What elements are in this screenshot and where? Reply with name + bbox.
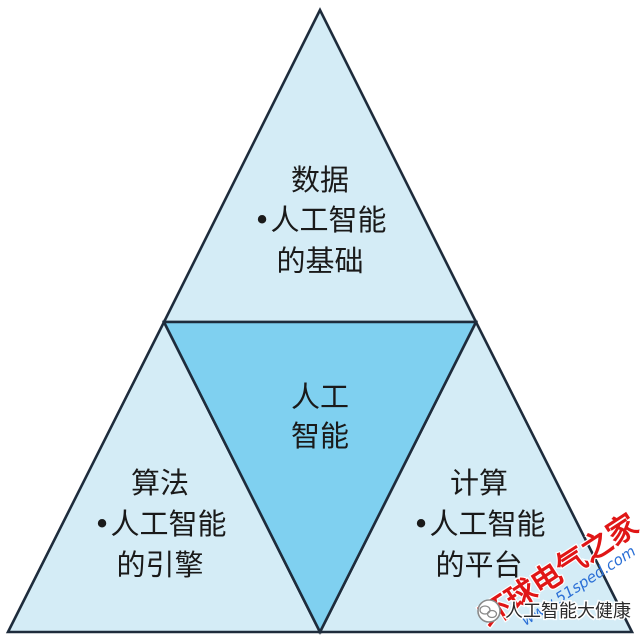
wechat-icon — [477, 599, 501, 623]
center-line-1: 人工 — [291, 380, 349, 414]
left-line-2: •人工智能 — [93, 507, 226, 541]
left-label-group: 算法 •人工智能 的引擎 — [93, 466, 226, 582]
right-line-3: 的平台 — [435, 548, 522, 582]
top-line-2: •人工智能 — [253, 203, 386, 237]
left-line-3: 的引擎 — [116, 548, 203, 582]
footer-account-name: 人工智能大健康 — [505, 601, 631, 622]
left-title: 算法 — [131, 466, 189, 500]
footer-account: 人工智能大健康 — [477, 599, 633, 624]
top-line-3: 的基础 — [276, 244, 363, 278]
center-line-2: 智能 — [291, 419, 349, 453]
right-title: 计算 — [450, 466, 508, 500]
center-label-group: 人工 智能 — [291, 380, 349, 453]
top-label-group: 数据 •人工智能 的基础 — [253, 163, 386, 278]
right-label-group: 计算 •人工智能 的平台 — [412, 466, 545, 582]
top-title: 数据 — [291, 163, 349, 197]
center-triangle — [161, 320, 479, 635]
right-line-2: •人工智能 — [412, 507, 545, 541]
